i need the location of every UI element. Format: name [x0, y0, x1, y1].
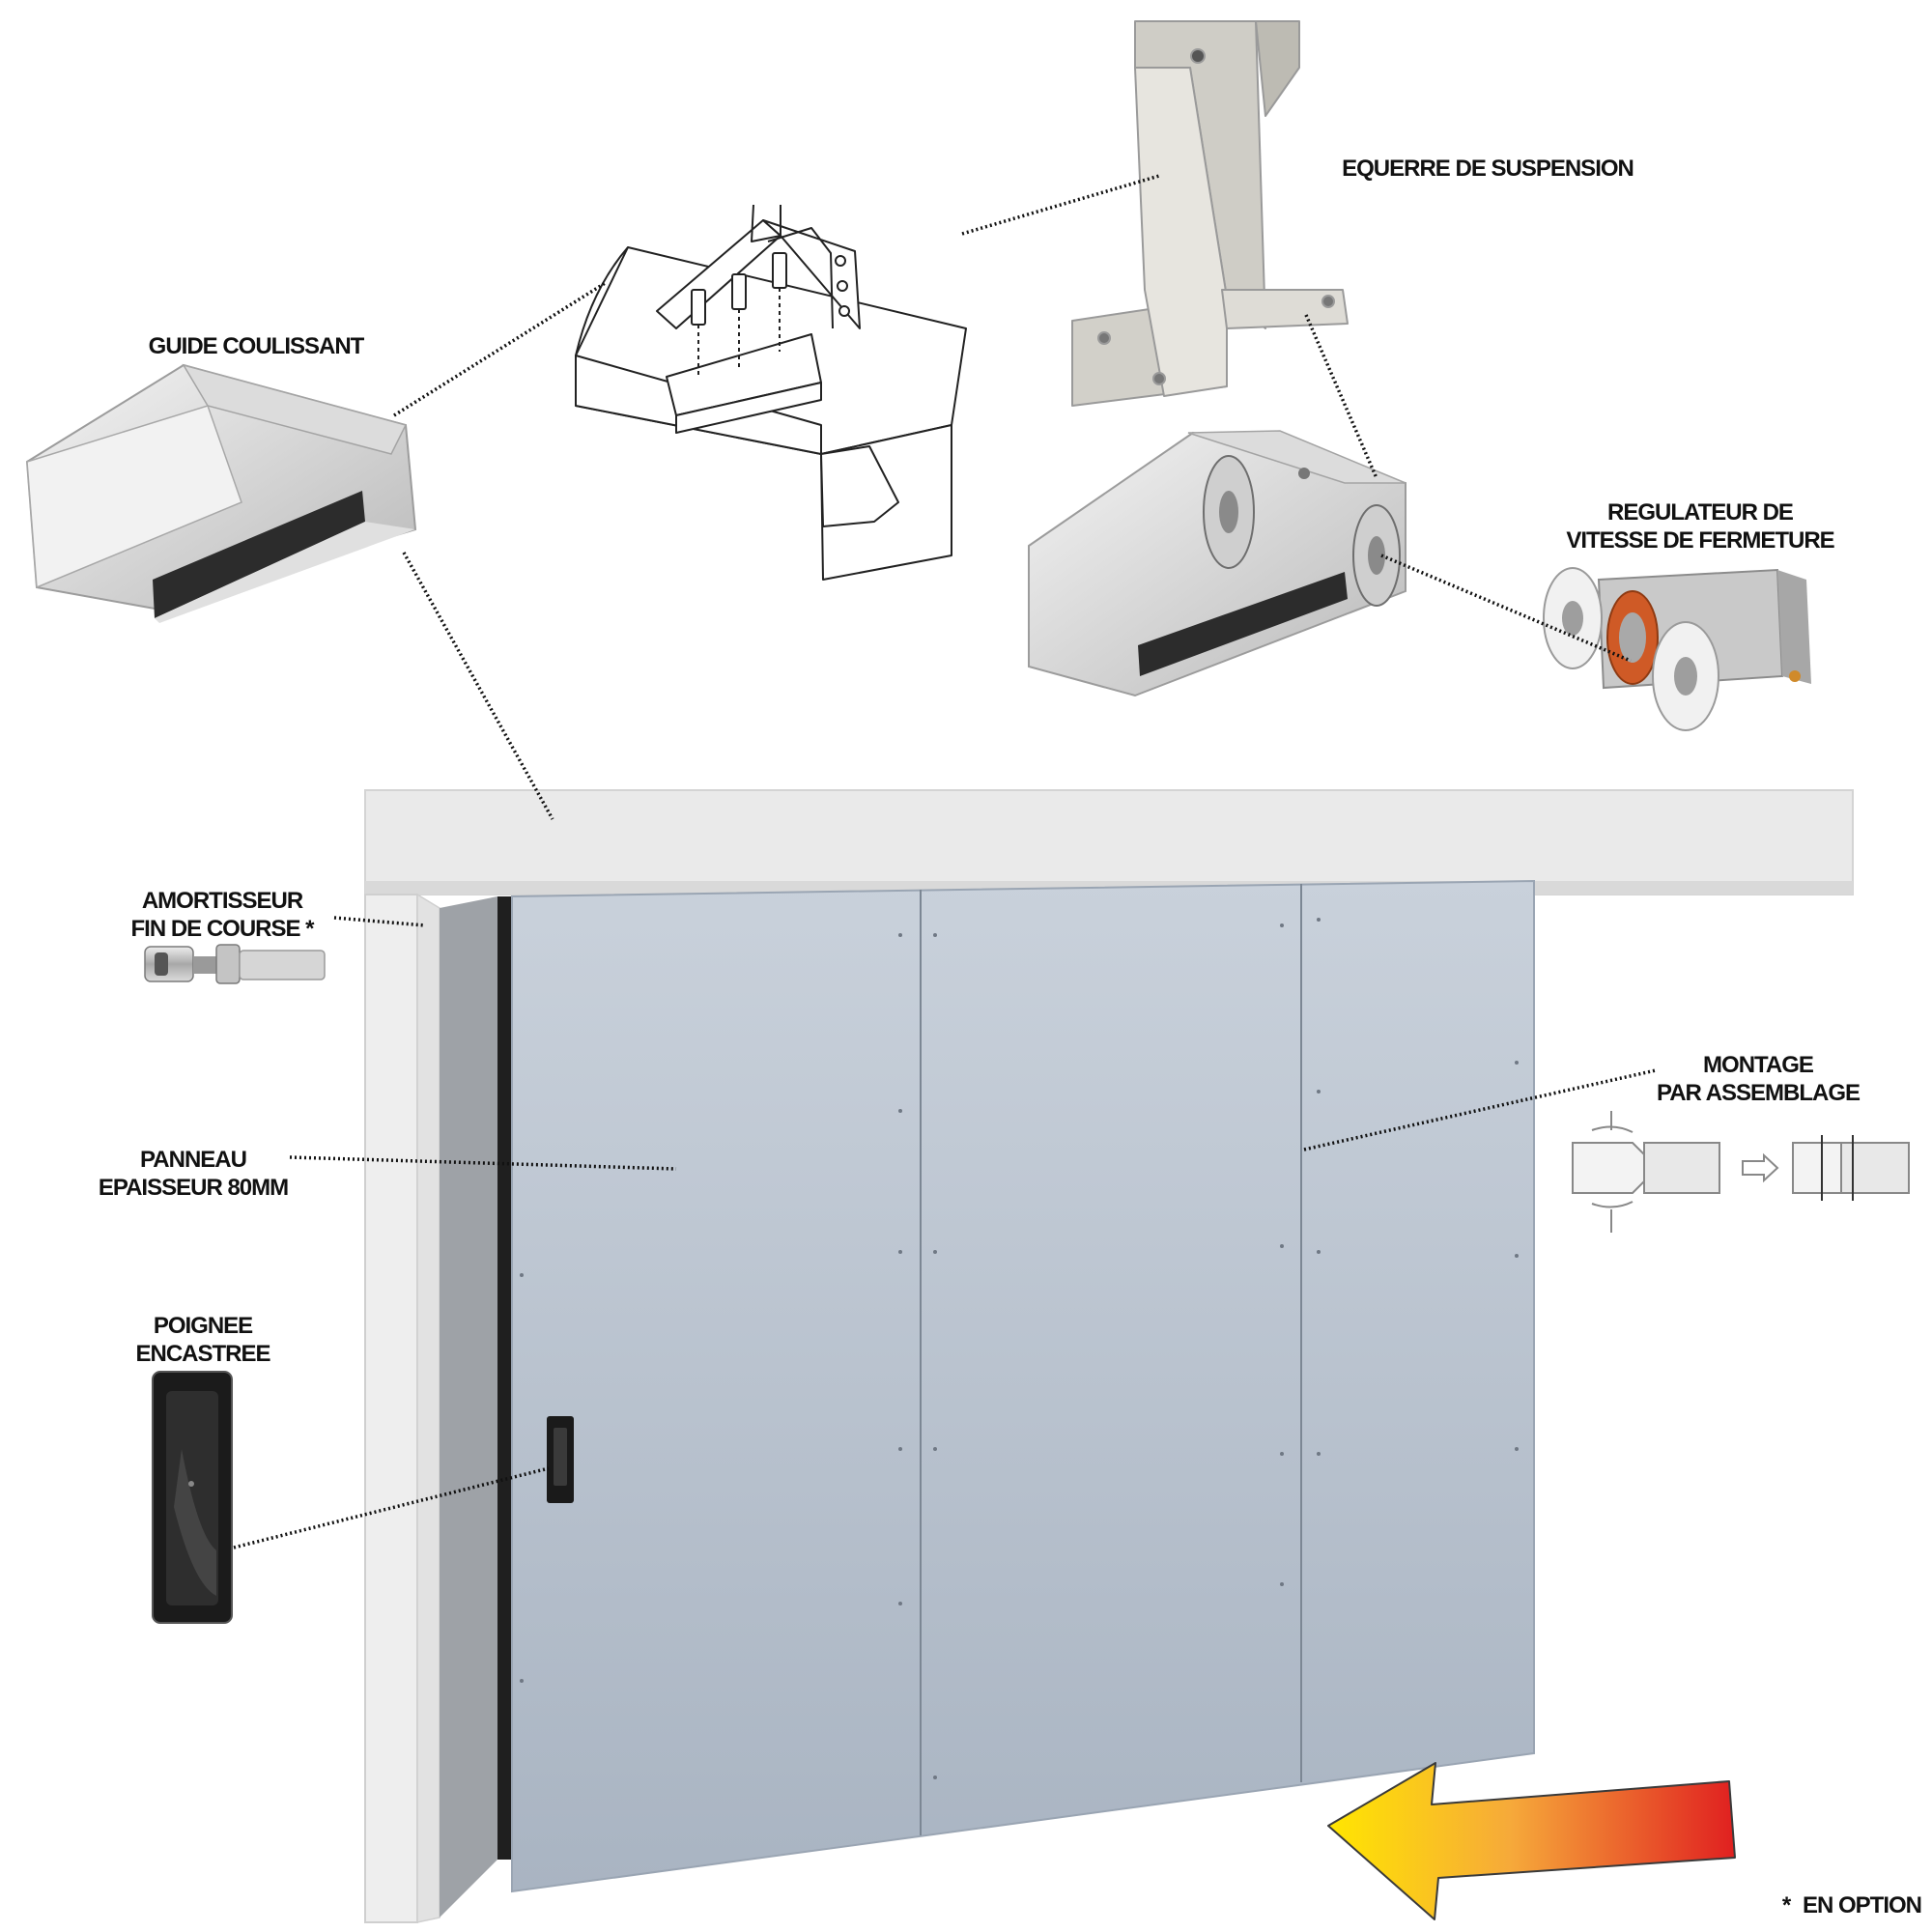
door-frame	[364, 893, 512, 1923]
regulateur-part	[1543, 567, 1811, 731]
label-panneau-epaisseur: PANNEAU EPAISSEUR 80MM	[98, 1147, 289, 1201]
label-poignee-encastree: POIGNEE ENCASTREE	[135, 1313, 270, 1367]
exploded-rail-drawing	[575, 204, 967, 581]
equerre-de-suspension-part	[1071, 20, 1349, 407]
guide-coulissant-part	[25, 363, 417, 623]
label-equerre-de-suspension: EQUERRE DE SUSPENSION	[1342, 156, 1634, 182]
amortisseur-part	[144, 944, 326, 984]
sliding-door-panel	[511, 879, 1535, 1893]
closing-direction-arrow	[1327, 1762, 1736, 1920]
label-en-option: EN OPTION	[1803, 1892, 1922, 1918]
label-montage-par-assemblage: MONTAGE PAR ASSEMBLAGE	[1656, 1052, 1861, 1106]
top-rail	[364, 789, 1854, 895]
label-amortisseur-fin-de-course: AMORTISSEUR FIN DE COURSE *	[130, 888, 314, 942]
leader-lines	[233, 174, 1657, 1549]
label-guide-coulissant: GUIDE COULISSANT	[148, 333, 365, 359]
label-regulateur-de-vitesse: REGULATEUR DE VITESSE DE FERMETURE	[1566, 499, 1834, 554]
option-asterisk: *	[1781, 1892, 1791, 1918]
poignee-part	[152, 1371, 233, 1624]
montage-schematic	[1572, 1111, 1910, 1233]
carriage-part	[1028, 430, 1406, 697]
